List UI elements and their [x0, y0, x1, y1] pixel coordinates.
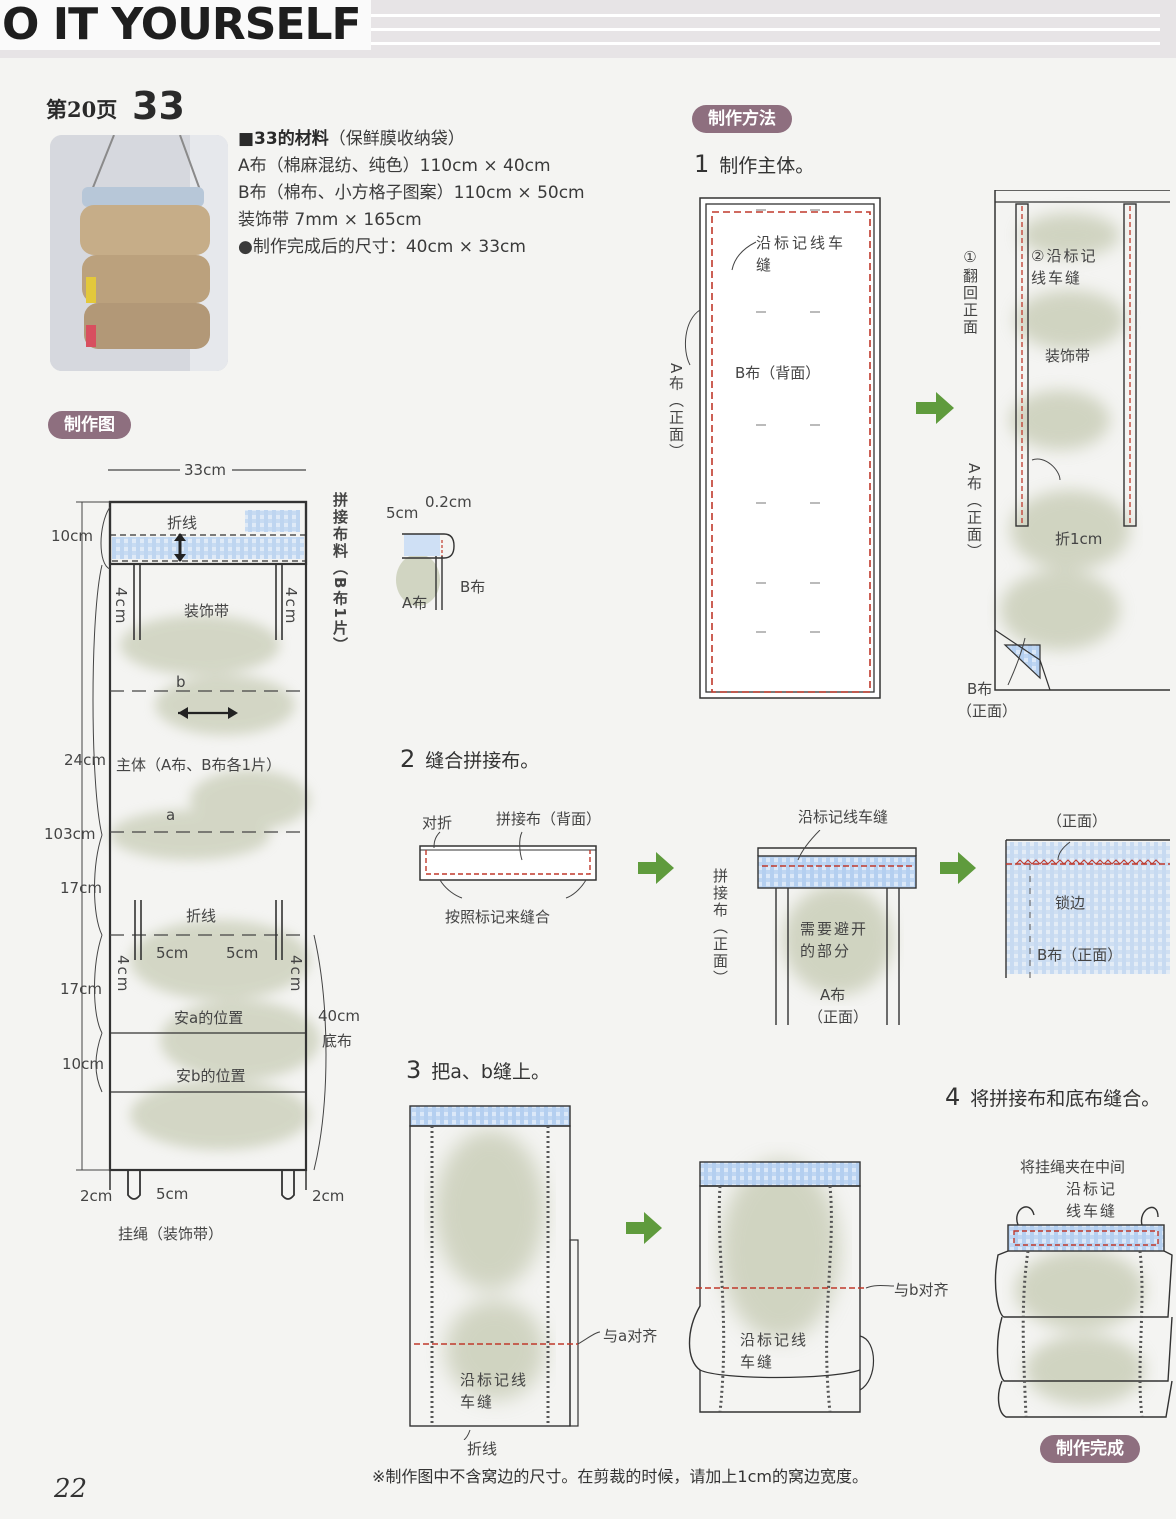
step3-fold: 折线	[467, 1440, 498, 1458]
step1-trim: 装饰带	[1045, 347, 1091, 365]
trim-width-right: 4cm	[282, 587, 300, 626]
bottom-cloth-label: 底布	[322, 1032, 353, 1050]
height-103cm: 103cm	[44, 825, 96, 843]
step-4-heading: 4 将拼接布和底布缝合。	[945, 1083, 1160, 1111]
step3-align-b: 与b对齐	[894, 1281, 949, 1299]
trim-width-left: 4cm	[112, 587, 130, 626]
step-text: 把a、b缝上。	[431, 1061, 550, 1083]
step3-align-a: 与a对齐	[603, 1327, 658, 1345]
step2-a-front-sub: （正面）	[808, 1008, 869, 1026]
brand-title: O IT YOURSELF	[0, 0, 371, 50]
pattern-diagram	[76, 469, 327, 1200]
hanger-label: 挂绳（装饰带）	[118, 1225, 224, 1243]
step1-sew-mark-2: ②沿标记线车缝	[1031, 247, 1098, 287]
trim-width-left-2: 4cm	[114, 955, 132, 994]
height-10cm-top: 10cm	[51, 527, 93, 545]
materials-line: ●制作完成后的尺寸：40cm × 33cm	[238, 237, 526, 257]
step-2-heading: 2 缝合拼接布。	[400, 745, 539, 773]
header-stripe	[300, 42, 1160, 45]
product-photo-illustration	[50, 135, 228, 371]
materials-title: ■33的材料	[238, 129, 329, 149]
cm2-right: 2cm	[312, 1187, 345, 1205]
materials-heading: ■33的材料（保鲜膜收纳袋）	[238, 126, 678, 153]
product-photo	[50, 135, 228, 371]
materials-subtitle: （保鲜膜收纳袋）	[328, 129, 465, 149]
step2-overlock: 锁边	[1055, 894, 1086, 912]
step2-front: （正面）	[1047, 812, 1108, 830]
step-4-diagram	[994, 1206, 1173, 1418]
step2-fold-half: 对折	[422, 814, 453, 832]
step2-joint-back: 拼接布（背面）	[496, 810, 602, 828]
step-1-heading: 1 制作主体。	[694, 150, 814, 178]
step2-a-front: A布	[820, 986, 846, 1004]
trim-width-right-2: 4cm	[287, 955, 305, 994]
a-label: a	[166, 806, 176, 824]
step-number: 3	[406, 1056, 422, 1084]
height-17cm-b: 17cm	[60, 980, 102, 998]
step1-b-front-sub: （正面）	[957, 702, 1018, 720]
height-17cm-a: 17cm	[60, 879, 102, 897]
cm5-bottom: 5cm	[156, 1185, 189, 1203]
trim-label: 装饰带	[184, 602, 230, 620]
height-10cm-bottom: 10cm	[62, 1055, 104, 1073]
materials-line: B布（棉布、小方格子图案）110cm × 50cm	[238, 183, 585, 203]
step3-sew-mark: 沿标记线车缝	[460, 1371, 529, 1411]
step4-clip: 将挂绳夹在中间	[1020, 1158, 1126, 1176]
fold-line-label: 折线	[167, 514, 198, 532]
step-2-diagram	[419, 830, 1170, 1025]
step-number: 2	[400, 745, 416, 773]
step-3-diagram	[409, 1105, 895, 1440]
materials-block: ■33的材料（保鲜膜收纳袋） A布（棉麻混纺、纯色）110cm × 40cm B…	[238, 126, 678, 261]
pattern-badge: 制作图	[48, 411, 131, 439]
step-number: 4	[945, 1083, 961, 1111]
step-text: 将拼接布和底布缝合。	[970, 1088, 1161, 1110]
materials-line: 装饰带 7mm × 165cm	[238, 210, 422, 230]
pos-b-label: 安b的位置	[176, 1067, 246, 1085]
header-stripe	[300, 28, 1160, 31]
seam-detail-diagram	[396, 533, 455, 610]
step1-a-front: A布（正面）	[667, 363, 685, 461]
done-badge: 制作完成	[1040, 1435, 1140, 1463]
step-number: 1	[694, 150, 710, 178]
detail-a-cloth: A布	[402, 594, 428, 612]
step1-sew-mark: 沿标记线车缝	[756, 234, 847, 274]
step-text: 制作主体。	[719, 155, 815, 177]
step2-b-front: B布（正面）	[1037, 946, 1123, 964]
fold-line-label-2: 折线	[186, 907, 217, 925]
step1-b-front: B布	[967, 680, 993, 698]
width-label: 33cm	[184, 461, 226, 479]
method-badge: 制作方法	[692, 105, 792, 133]
detail-b-cloth: B布	[460, 578, 486, 596]
body-label: 主体（A布、B布各1片）	[116, 756, 282, 774]
joint-cloth-label: 拼接布料（B布1片）	[331, 492, 349, 654]
step2-joint-front: 拼接布（正面）	[711, 868, 729, 987]
step2-sew-by-mark: 按照标记来缝合	[445, 908, 551, 926]
pos-a-label: 安a的位置	[174, 1009, 244, 1027]
detail-5cm: 5cm	[386, 504, 419, 522]
bottom-cloth-size: 40cm	[318, 1007, 360, 1025]
step-1-diagram	[684, 190, 1170, 699]
step1-fold-front: ①翻回正面	[961, 248, 979, 336]
page-reference: 第20页	[46, 97, 118, 122]
height-24cm: 24cm	[64, 751, 106, 769]
step2-sew-mark: 沿标记线车缝	[798, 808, 889, 826]
cm5-right: 5cm	[226, 944, 259, 962]
cm5-left: 5cm	[156, 944, 189, 962]
materials-line: A布（棉麻混纺、纯色）110cm × 40cm	[238, 156, 551, 176]
step4-sew-mark: 沿标记线车缝	[1066, 1180, 1118, 1220]
header-stripe	[300, 14, 1160, 17]
footnote: ※制作图中不含窝边的尺寸。在剪裁的时候，请加上1cm的窝边宽度。	[372, 1467, 868, 1486]
cm2-left: 2cm	[80, 1187, 113, 1205]
step2-avoid: 需要避开的部分	[800, 920, 869, 960]
step-3-heading: 3 把a、b缝上。	[406, 1056, 550, 1084]
step1-a-front-2: A布（正面）	[965, 463, 983, 561]
step1-b-back: B布（背面）	[735, 364, 821, 382]
page-number: 22	[54, 1474, 88, 1504]
item-number: 33	[132, 84, 185, 128]
step1-fold-1cm: 折1cm	[1055, 530, 1103, 548]
step-text: 缝合拼接布。	[425, 750, 540, 772]
b-label: b	[176, 673, 186, 691]
detail-0-2cm: 0.2cm	[425, 493, 472, 511]
step3-sew-mark-2: 沿标记线车缝	[740, 1331, 809, 1371]
